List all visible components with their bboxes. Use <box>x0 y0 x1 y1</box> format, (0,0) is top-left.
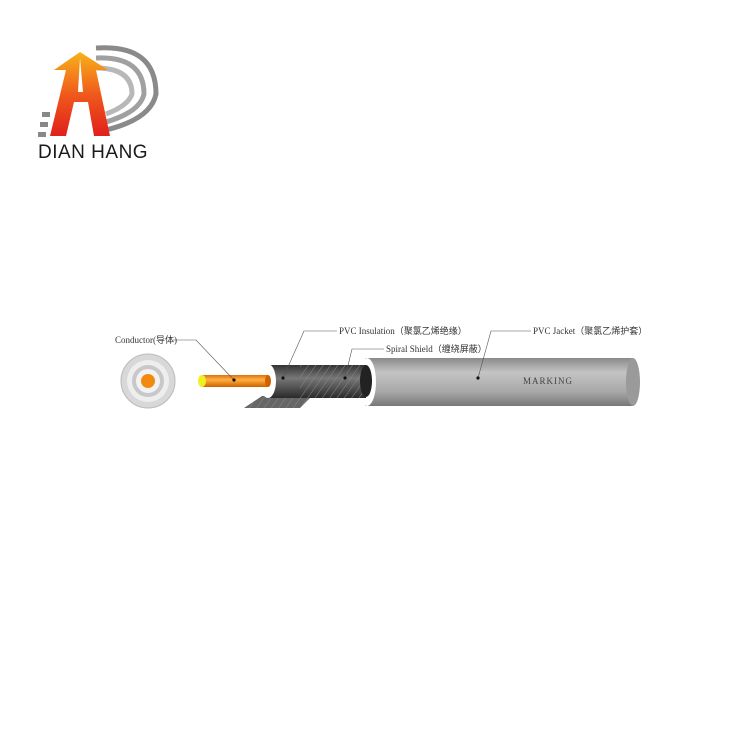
dian-hang-logo <box>38 45 159 137</box>
pvc-insulation <box>260 364 372 398</box>
pvc-jacket <box>358 358 640 406</box>
conductor-label: Conductor(导体) <box>115 334 177 345</box>
marking-label: MARKING <box>523 376 573 386</box>
jacket-label: PVC Jacket（聚氯乙烯护套） <box>533 325 647 336</box>
shield-label: Spiral Shield（缠绕屏蔽） <box>386 343 487 354</box>
brand-name: DIAN HANG <box>38 142 149 163</box>
insulation-label: PVC Insulation（聚氯乙烯绝缘） <box>339 325 467 336</box>
cross-section <box>120 353 176 409</box>
